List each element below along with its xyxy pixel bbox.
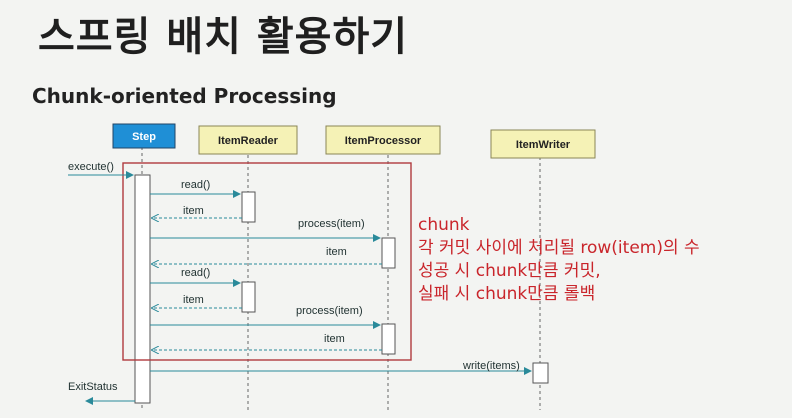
participant-writer-label: ItemWriter xyxy=(516,139,571,151)
reader-activation-2 xyxy=(241,281,256,313)
participant-processor-label: ItemProcessor xyxy=(345,135,422,147)
participant-writer: ItemWriter xyxy=(490,129,596,159)
process-label-2: process(item) xyxy=(296,305,363,317)
chunk-frame xyxy=(122,162,412,361)
process-label-1: process(item) xyxy=(298,218,365,230)
chunk-note-line-1: chunk xyxy=(418,215,470,235)
participant-step: Step xyxy=(112,123,176,149)
read-label-1: read() xyxy=(181,179,210,191)
item-return-label-2: item xyxy=(326,246,347,258)
diagram-subtitle: Chunk-oriented Processing xyxy=(32,84,337,108)
writer-activation xyxy=(532,362,549,384)
slide-title: 스프링 배치 활용하기 xyxy=(38,14,409,60)
processor-activation-1 xyxy=(381,237,396,269)
read-label-2: read() xyxy=(181,267,210,279)
participant-processor: ItemProcessor xyxy=(325,125,441,155)
participant-reader-label: ItemReader xyxy=(218,135,279,147)
reader-activation-1 xyxy=(241,191,256,223)
processor-activation-2 xyxy=(381,323,396,355)
write-label: write(items) xyxy=(462,360,520,372)
exit-status-label: ExitStatus xyxy=(68,381,118,393)
item-return-label-1: item xyxy=(183,205,204,217)
step-activation xyxy=(134,174,151,404)
chunk-note: chunk 각 커밋 사이에 처리될 row(item)의 수 성공 시 chu… xyxy=(418,214,700,306)
participant-step-label: Step xyxy=(132,131,156,143)
chunk-note-line-3: 성공 시 chunk만큼 커밋, xyxy=(418,261,601,281)
participant-reader: ItemReader xyxy=(198,125,298,155)
item-return-label-4: item xyxy=(324,333,345,345)
execute-label: execute() xyxy=(68,161,114,173)
chunk-note-line-4: 실패 시 chunk만큼 롤백 xyxy=(418,284,596,304)
item-return-label-3: item xyxy=(183,294,204,306)
chunk-note-line-2: 각 커밋 사이에 처리될 row(item)의 수 xyxy=(418,238,700,258)
